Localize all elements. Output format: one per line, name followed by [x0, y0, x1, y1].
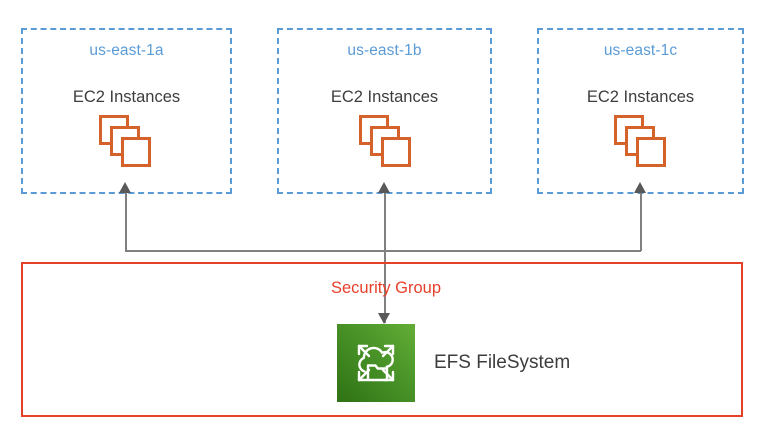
security-group-container [21, 262, 743, 417]
connector-vertical-to-us-east-1a [125, 190, 127, 251]
az-resource-label-us-east-1c: EC2 Instances [586, 88, 695, 106]
az-label-us-east-1b: us-east-1b [347, 42, 422, 59]
availability-zone-us-east-1c: us-east-1c EC2 Instances [537, 28, 744, 194]
ec2-square-front [381, 137, 411, 167]
ec2-instances-icon [614, 115, 666, 167]
arrowhead-down-efs [378, 313, 390, 324]
availability-zone-us-east-1b: us-east-1b EC2 Instances [277, 28, 492, 194]
connector-horizontal-bus [125, 250, 641, 252]
efs-filesystem-icon [337, 324, 415, 402]
availability-zone-us-east-1a: us-east-1a EC2 Instances [21, 28, 232, 194]
security-group-label: Security Group [330, 279, 442, 297]
ec2-instances-icon [359, 115, 411, 167]
connector-vertical-to-efs [384, 250, 386, 323]
arrowhead-up-us-east-1a [119, 182, 131, 193]
connector-vertical-to-us-east-1c [640, 190, 642, 251]
az-resource-label-us-east-1b: EC2 Instances [330, 88, 439, 106]
ec2-instances-icon [99, 115, 151, 167]
az-label-us-east-1c: us-east-1c [603, 42, 678, 59]
arrowhead-up-us-east-1b [378, 182, 390, 193]
az-label-us-east-1a: us-east-1a [89, 42, 164, 59]
ec2-square-front [121, 137, 151, 167]
connector-vertical-to-us-east-1b [384, 190, 386, 251]
efs-cloud-folder-arrows-glyph [357, 344, 395, 382]
efs-filesystem-label: EFS FileSystem [434, 352, 571, 373]
ec2-square-front [636, 137, 666, 167]
az-resource-label-us-east-1a: EC2 Instances [72, 88, 181, 106]
arrowhead-up-us-east-1c [634, 182, 646, 193]
